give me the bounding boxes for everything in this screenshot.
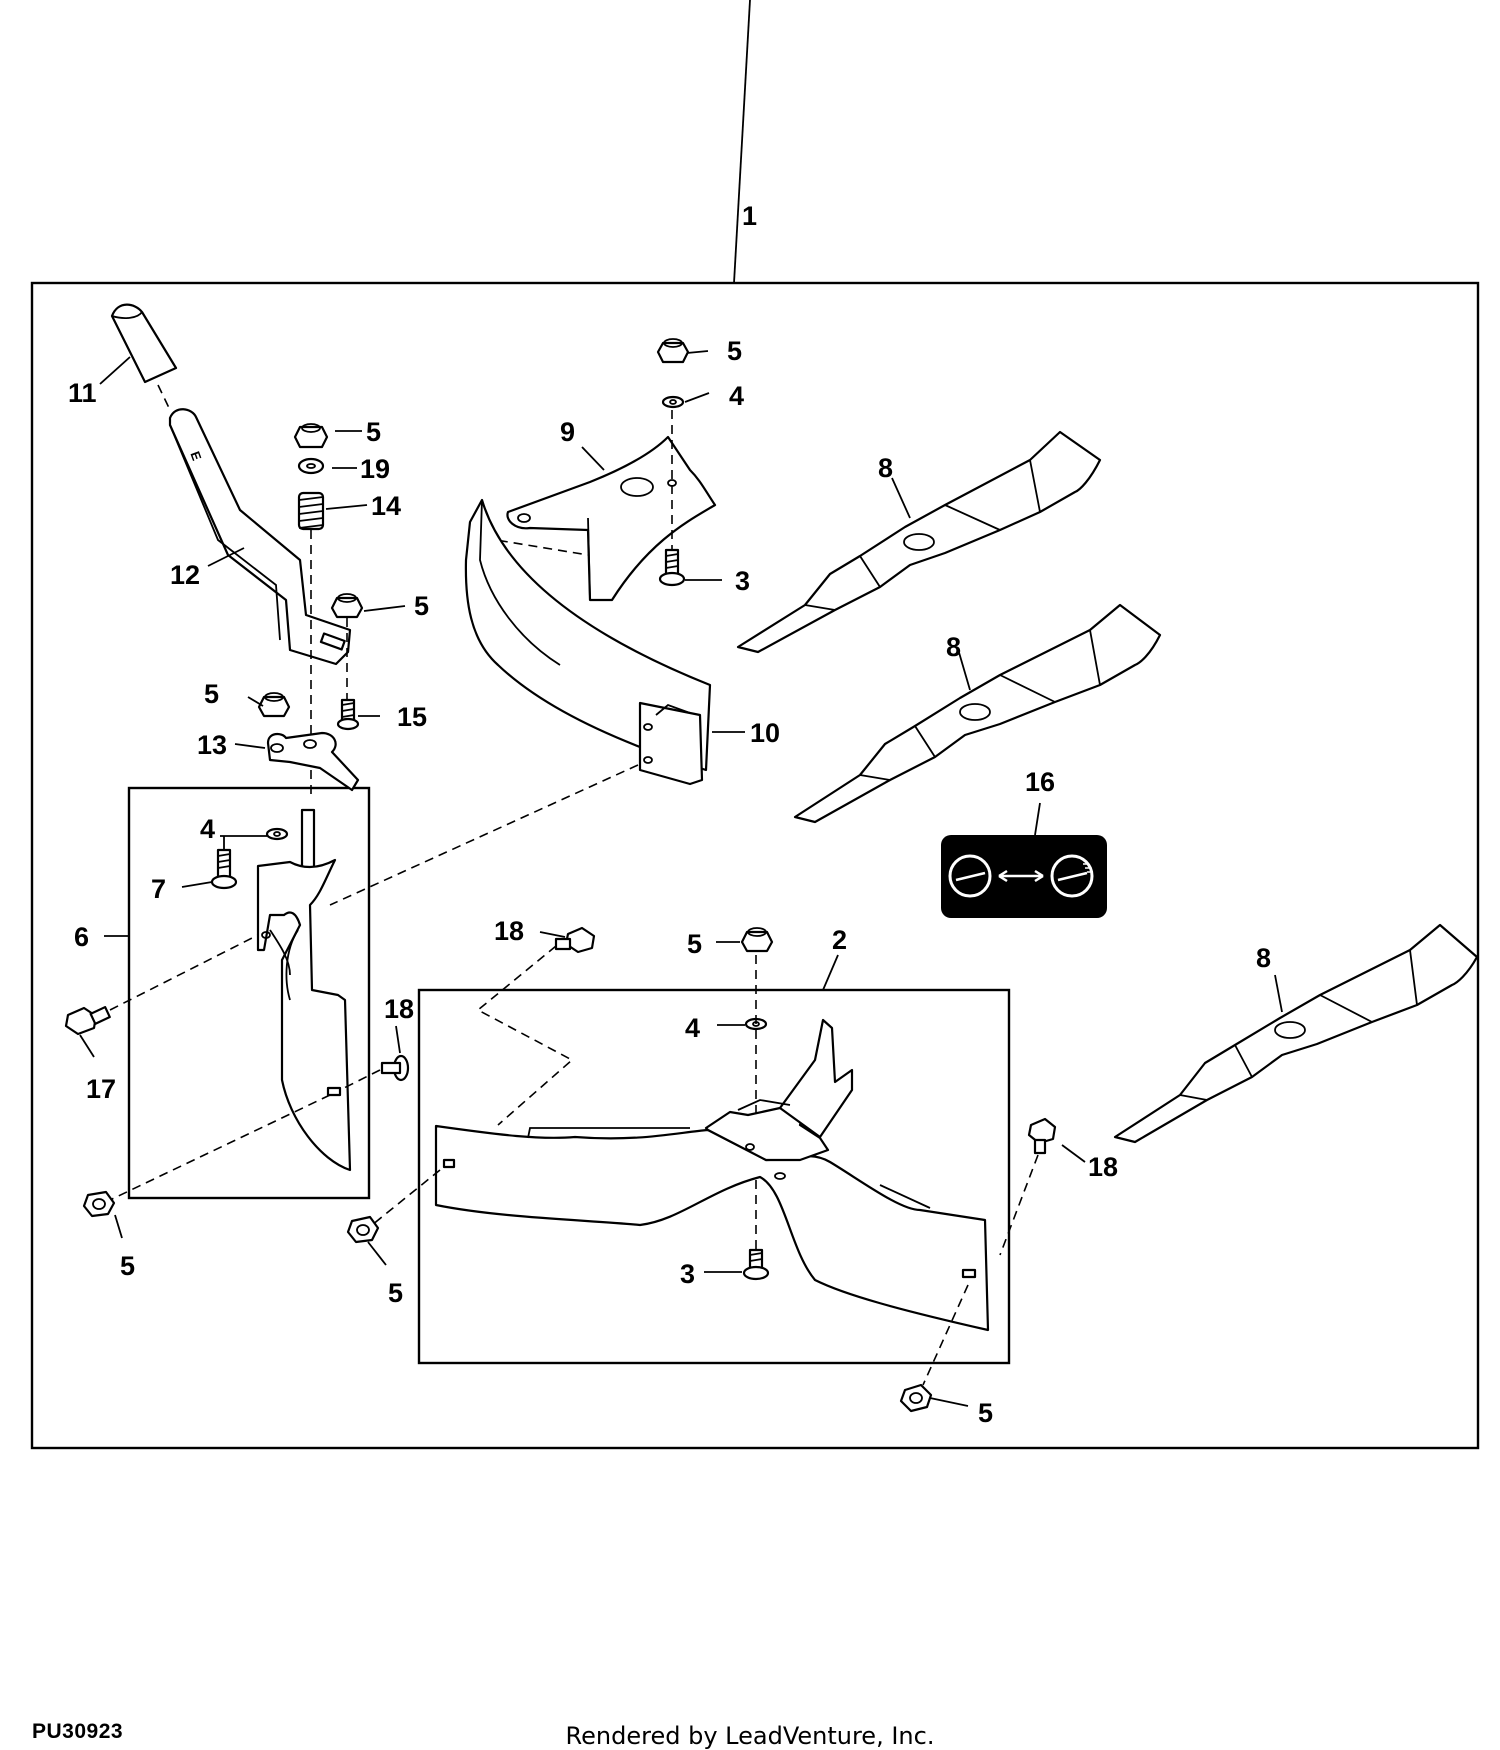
callout-5: 5 [388,1278,403,1308]
callout-labels: 1 11 12 5 19 14 5 15 5 13 4 7 6 17 18 5 … [68,201,1271,1428]
bolt-part [64,1005,111,1036]
callout-7: 7 [151,874,166,904]
bolt-part [554,926,596,954]
assembly-frame [30,281,1480,1450]
deflector-part [256,858,352,1172]
bolt-part [380,1054,410,1082]
callout-4: 4 [685,1013,700,1043]
callout-18: 18 [1088,1152,1118,1182]
callout-8: 8 [878,453,893,483]
callout-3: 3 [735,566,750,596]
pivot-shaft-part [300,808,316,872]
lockwasher-part [661,395,685,409]
mulch-plug-part [434,1018,990,1332]
callout-5: 5 [204,679,219,709]
callout-8: 8 [1256,943,1271,973]
bolt-part [742,1248,770,1281]
baffle-plate-part [506,435,717,602]
nut-part [257,692,291,718]
callout-5: 5 [727,336,742,366]
callout-12: 12 [170,560,200,590]
handle-grip-part [110,303,178,384]
double-arrow-icon [998,869,1044,883]
callout-18: 18 [384,994,414,1024]
decal-part [941,835,1107,918]
bolt-part [336,698,360,731]
spring-part [297,491,325,531]
callout-11: 11 [68,378,97,408]
callout-6: 6 [74,922,89,952]
callout-19: 19 [360,454,390,484]
callout-10: 10 [750,718,780,748]
callout-8: 8 [946,632,961,662]
speed-dial-icon [955,871,986,882]
figure-code: PU30923 [32,1720,124,1743]
nut-part [330,593,364,619]
callout-5: 5 [120,1251,135,1281]
callout-15: 15 [397,702,427,732]
callout-14: 14 [371,491,401,521]
callout-18: 18 [494,916,524,946]
nut-part [899,1383,933,1413]
nut-part [293,423,329,449]
mulch-baffle-part [464,498,712,786]
lift-handle-part: E [168,408,352,666]
callout-16: 16 [1025,767,1055,797]
callout-4: 4 [200,814,215,844]
callout-5: 5 [414,591,429,621]
bolt-part [1027,1117,1057,1155]
nut-part [656,338,690,364]
callout-13: 13 [197,730,227,760]
callout-9: 9 [560,417,575,447]
speed-dial-mulch-icon [1057,871,1088,882]
callout-3: 3 [680,1259,695,1289]
bracket-part [266,731,360,792]
bolt-part [658,548,686,587]
callout-5: 5 [687,929,702,959]
callout-17: 17 [86,1074,116,1104]
nut-part [346,1215,380,1244]
callout-1: 1 [742,201,757,231]
callout-5: 5 [978,1398,993,1428]
subassembly-6-frame [127,786,371,1200]
subassembly-2-frame [417,988,1011,1365]
washer-part [297,457,325,475]
callout-2: 2 [832,925,847,955]
bolt-part [210,848,238,890]
mower-blade-part [793,603,1162,824]
callout-5: 5 [366,417,381,447]
nut-part [82,1190,116,1218]
leader-lines [79,350,1283,1407]
mower-blade-part [736,430,1102,654]
mower-blade-part [1113,923,1479,1144]
callout-4: 4 [729,381,744,411]
lockwasher-part [265,827,289,841]
render-credit: Rendered by LeadVenture, Inc. [565,1722,935,1750]
nut-part [740,927,774,953]
